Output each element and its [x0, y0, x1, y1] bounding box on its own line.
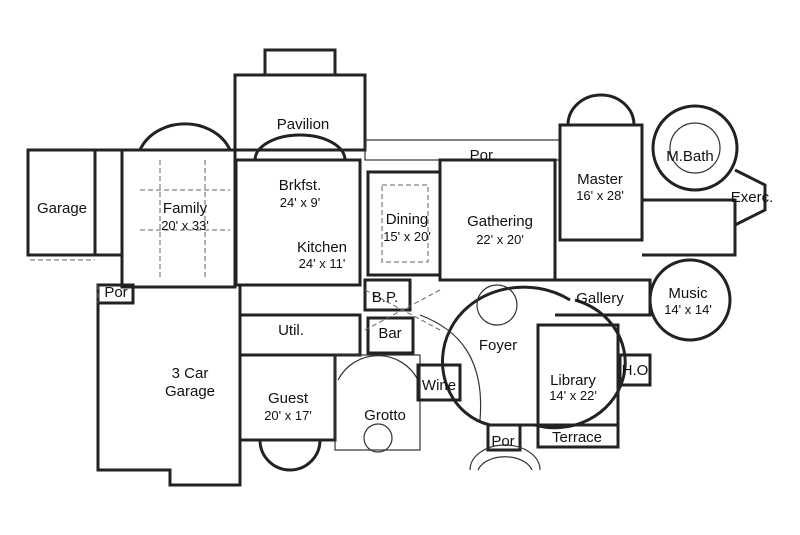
room-label-brkfst: Brkfst. [279, 177, 322, 194]
dashed-lines [30, 160, 441, 331]
room-size-family: 20' x 33' [161, 218, 209, 233]
room-size-gathering: 22' x 20' [476, 232, 524, 247]
room-label-util: Util. [278, 322, 304, 339]
room-labels: Pavilion Por. Garage Family 20' x 33' Br… [37, 116, 773, 450]
room-label-master: Master [577, 171, 623, 188]
room-size-master: 16' x 28' [576, 188, 624, 203]
room-label-family: Family [163, 200, 208, 217]
room-label-gathering: Gathering [467, 213, 533, 230]
room-label-ho: H.O [622, 362, 649, 379]
room-label-terrace: Terrace [552, 429, 602, 446]
room-label-dining: Dining [386, 211, 429, 228]
room-label-garage: Garage [37, 200, 87, 217]
room-size-guest: 20' x 17' [264, 408, 312, 423]
walls [26, 48, 767, 487]
room-label-por-front: Por [491, 433, 514, 450]
room-label-por: Por. [470, 147, 497, 164]
room-size-brkfst: 24' x 9' [280, 195, 320, 210]
room-label-exerc: Exerc. [731, 189, 774, 206]
room-label-guest: Guest [268, 390, 309, 407]
room-size-dining: 15' x 20' [383, 229, 431, 244]
room-label-bar: Bar [378, 325, 401, 342]
room-label-foyer: Foyer [479, 337, 517, 354]
room-label-3-car: 3 Car [172, 365, 209, 382]
room-label-kitchen: Kitchen [297, 239, 347, 256]
room-size-library: 14' x 22' [549, 388, 597, 403]
room-label-pavilion: Pavilion [277, 116, 330, 133]
room-label-wine: Wine [422, 377, 456, 394]
room-label-bp: B.P. [372, 289, 398, 306]
room-size-kitchen: 24' x 11' [299, 256, 346, 271]
room-size-music: 14' x 14' [664, 302, 712, 317]
room-label-por-left: Por [104, 284, 127, 301]
room-label-gallery: Gallery [576, 290, 624, 307]
room-label-library: Library [550, 372, 596, 389]
room-label-mbath: M.Bath [666, 148, 714, 165]
room-label-garage-3car: Garage [165, 383, 215, 400]
room-label-grotto: Grotto [364, 407, 406, 424]
room-label-music: Music [668, 285, 708, 302]
